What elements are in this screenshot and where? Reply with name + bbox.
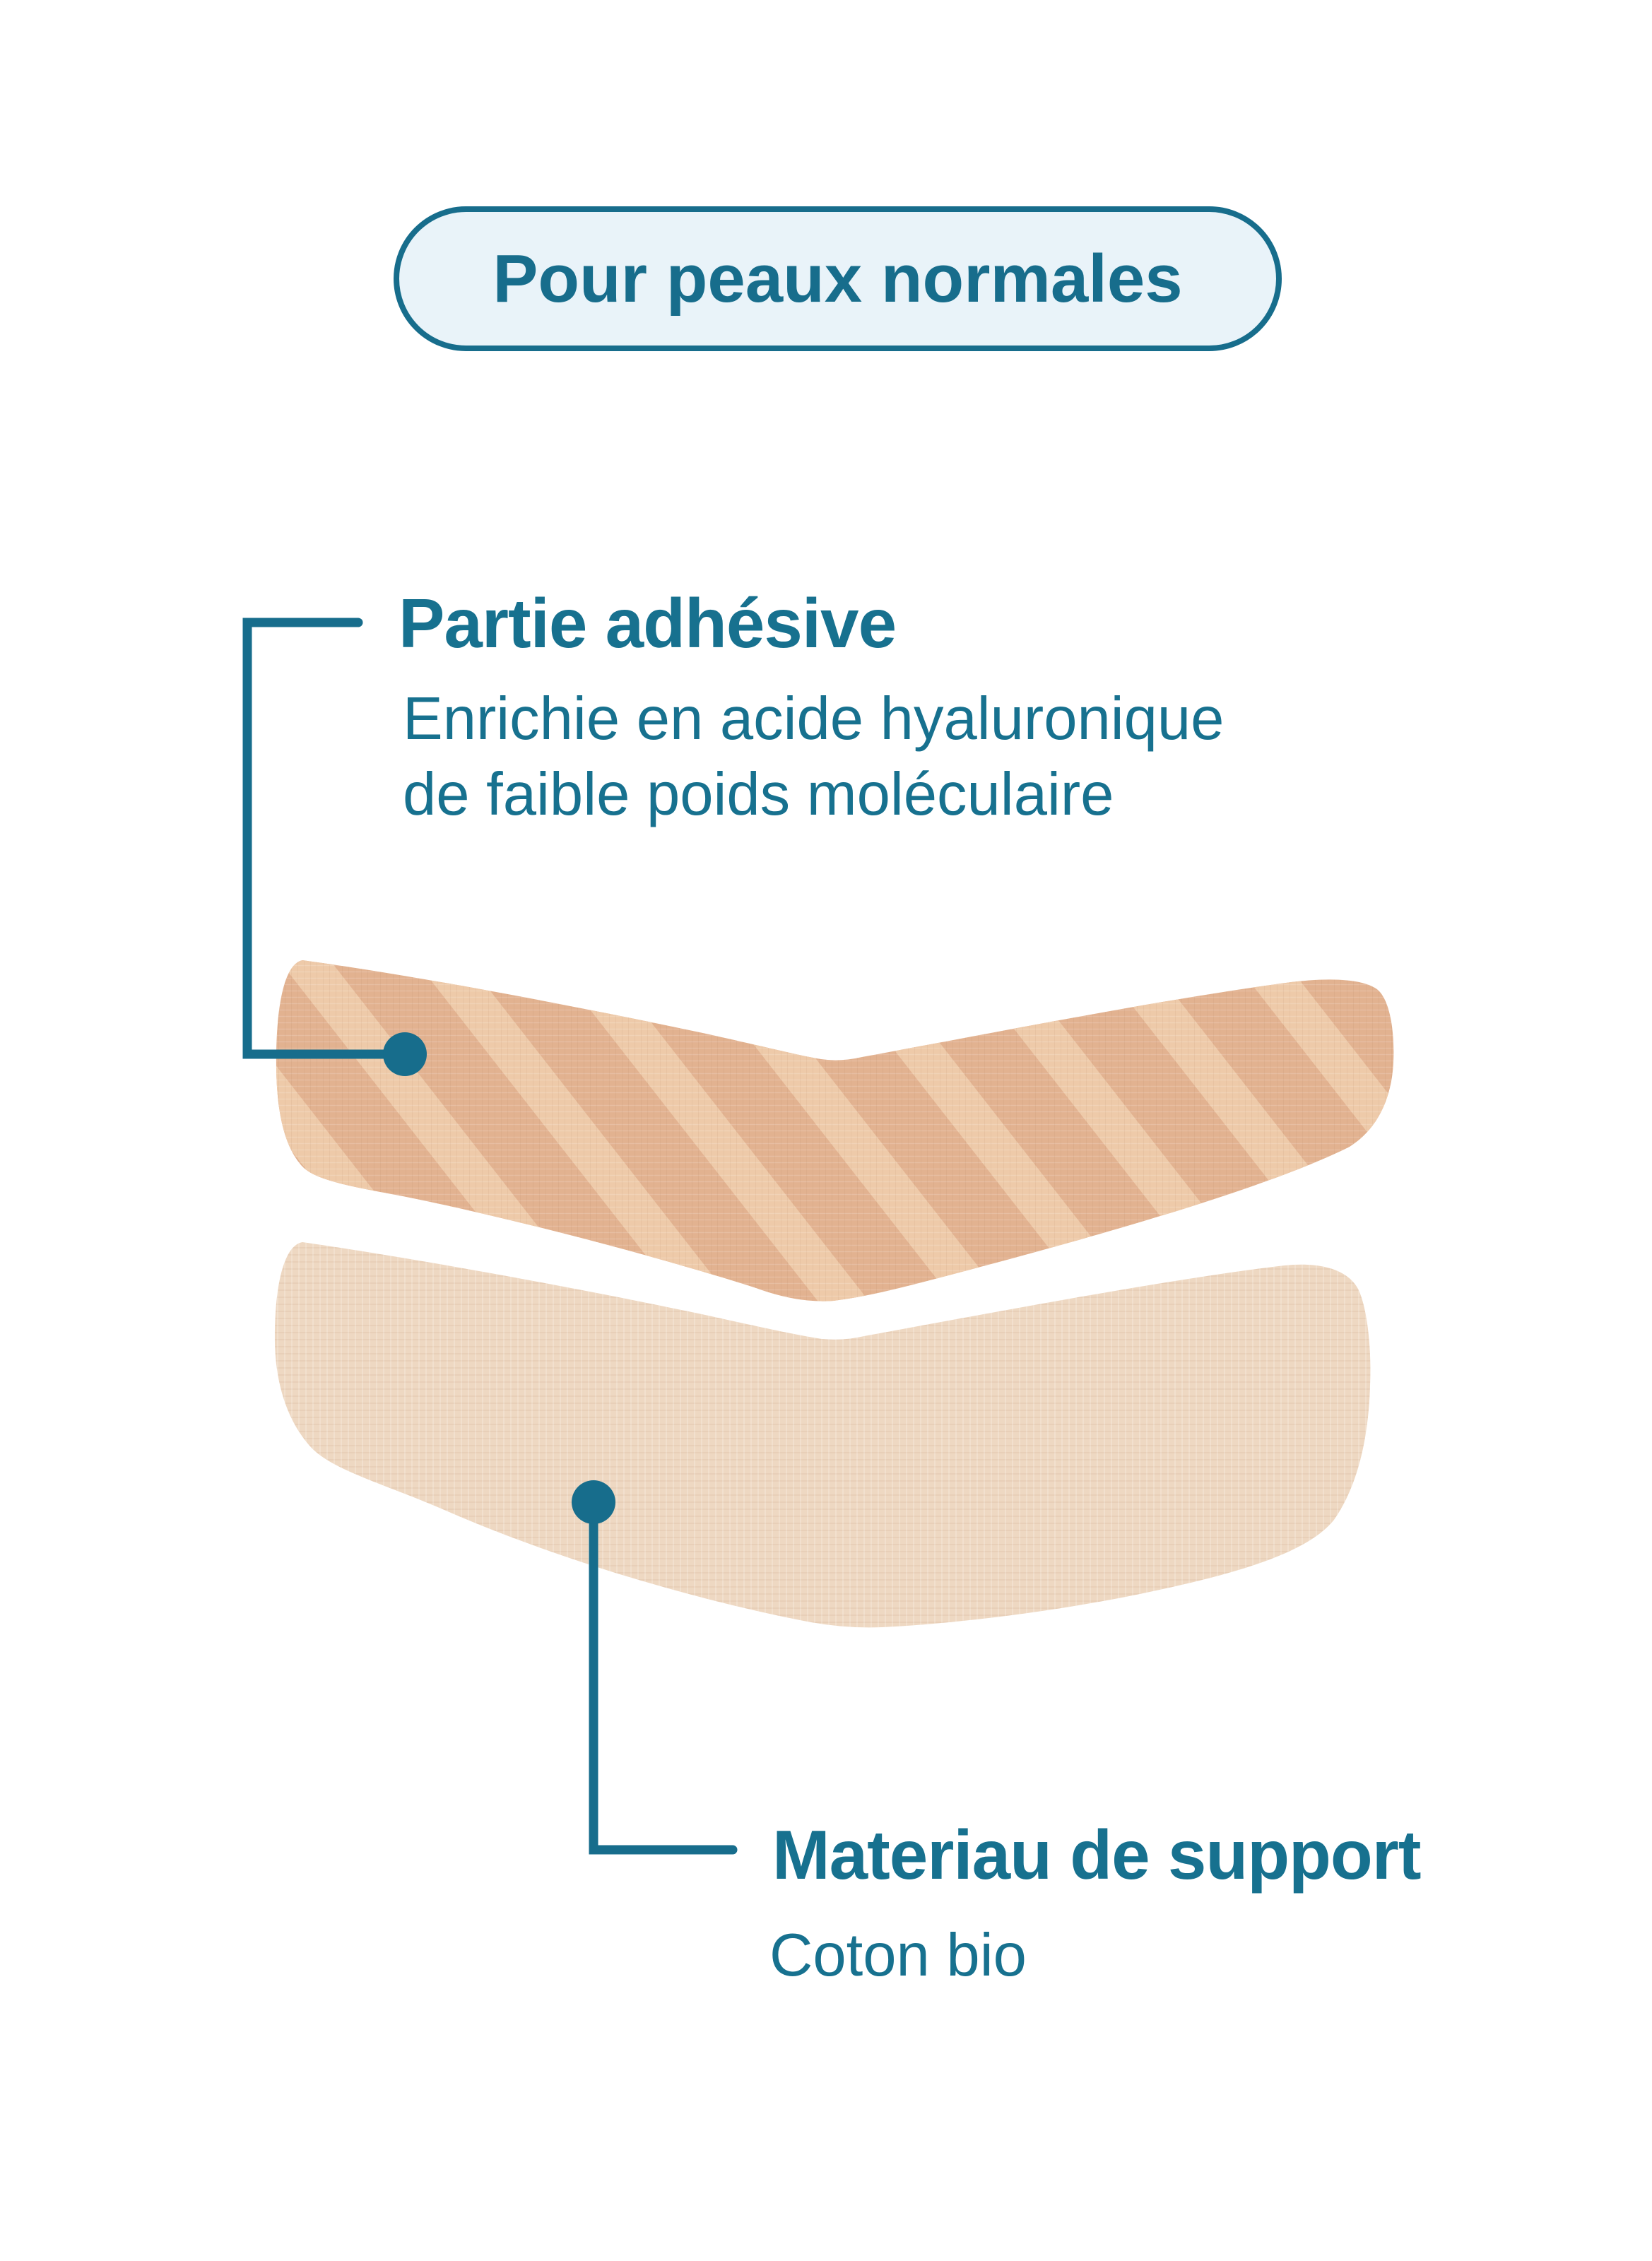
adhesive-description-line-1: Enrichie en acide hyaluronique (403, 685, 1225, 752)
adhesive-description: Enrichie en acide hyaluronique de faible… (403, 681, 1224, 832)
adhesive-description-line-2: de faible poids moléculaire (403, 761, 1114, 828)
skin-type-badge: Pour peaux normales (394, 206, 1282, 351)
adhesive-callout-dot (383, 1032, 427, 1076)
adhesive-patch-weave-texture (276, 960, 1394, 1301)
adhesive-title: Partie adhésive (399, 584, 897, 662)
adhesive-layer-image (276, 960, 1394, 1301)
adhesive-callout-line (242, 618, 401, 1059)
backing-title: Materiau de support (772, 1816, 1422, 1894)
backing-callout-line (589, 1507, 738, 1855)
backing-patch-weave-texture (274, 1242, 1371, 1628)
backing-layer-image (274, 1242, 1371, 1628)
backing-description: Coton bio (769, 1922, 1027, 1989)
badge-label: Pour peaux normales (492, 240, 1183, 317)
backing-callout-dot (572, 1480, 615, 1524)
